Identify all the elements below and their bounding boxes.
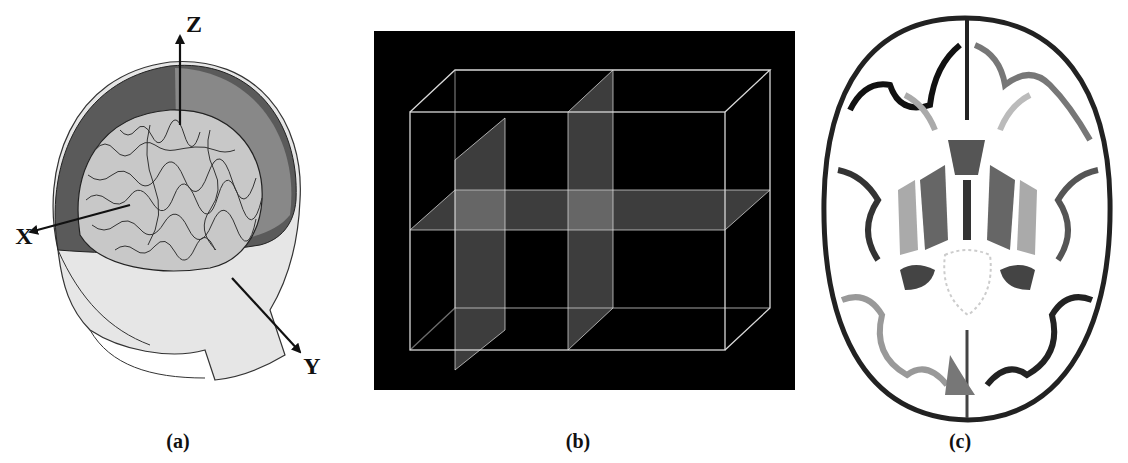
axis-label: Z xyxy=(186,12,202,36)
panel-label: (b) xyxy=(566,431,590,451)
axis-label: X xyxy=(15,224,32,248)
plane-volume xyxy=(374,31,795,390)
head-illustration xyxy=(53,61,300,380)
panel-label: (c) xyxy=(949,431,971,451)
panel-label: (a) xyxy=(166,431,189,451)
brain-slice xyxy=(824,18,1110,420)
axis-arrows xyxy=(30,36,300,352)
axis-label: Y xyxy=(303,354,320,378)
